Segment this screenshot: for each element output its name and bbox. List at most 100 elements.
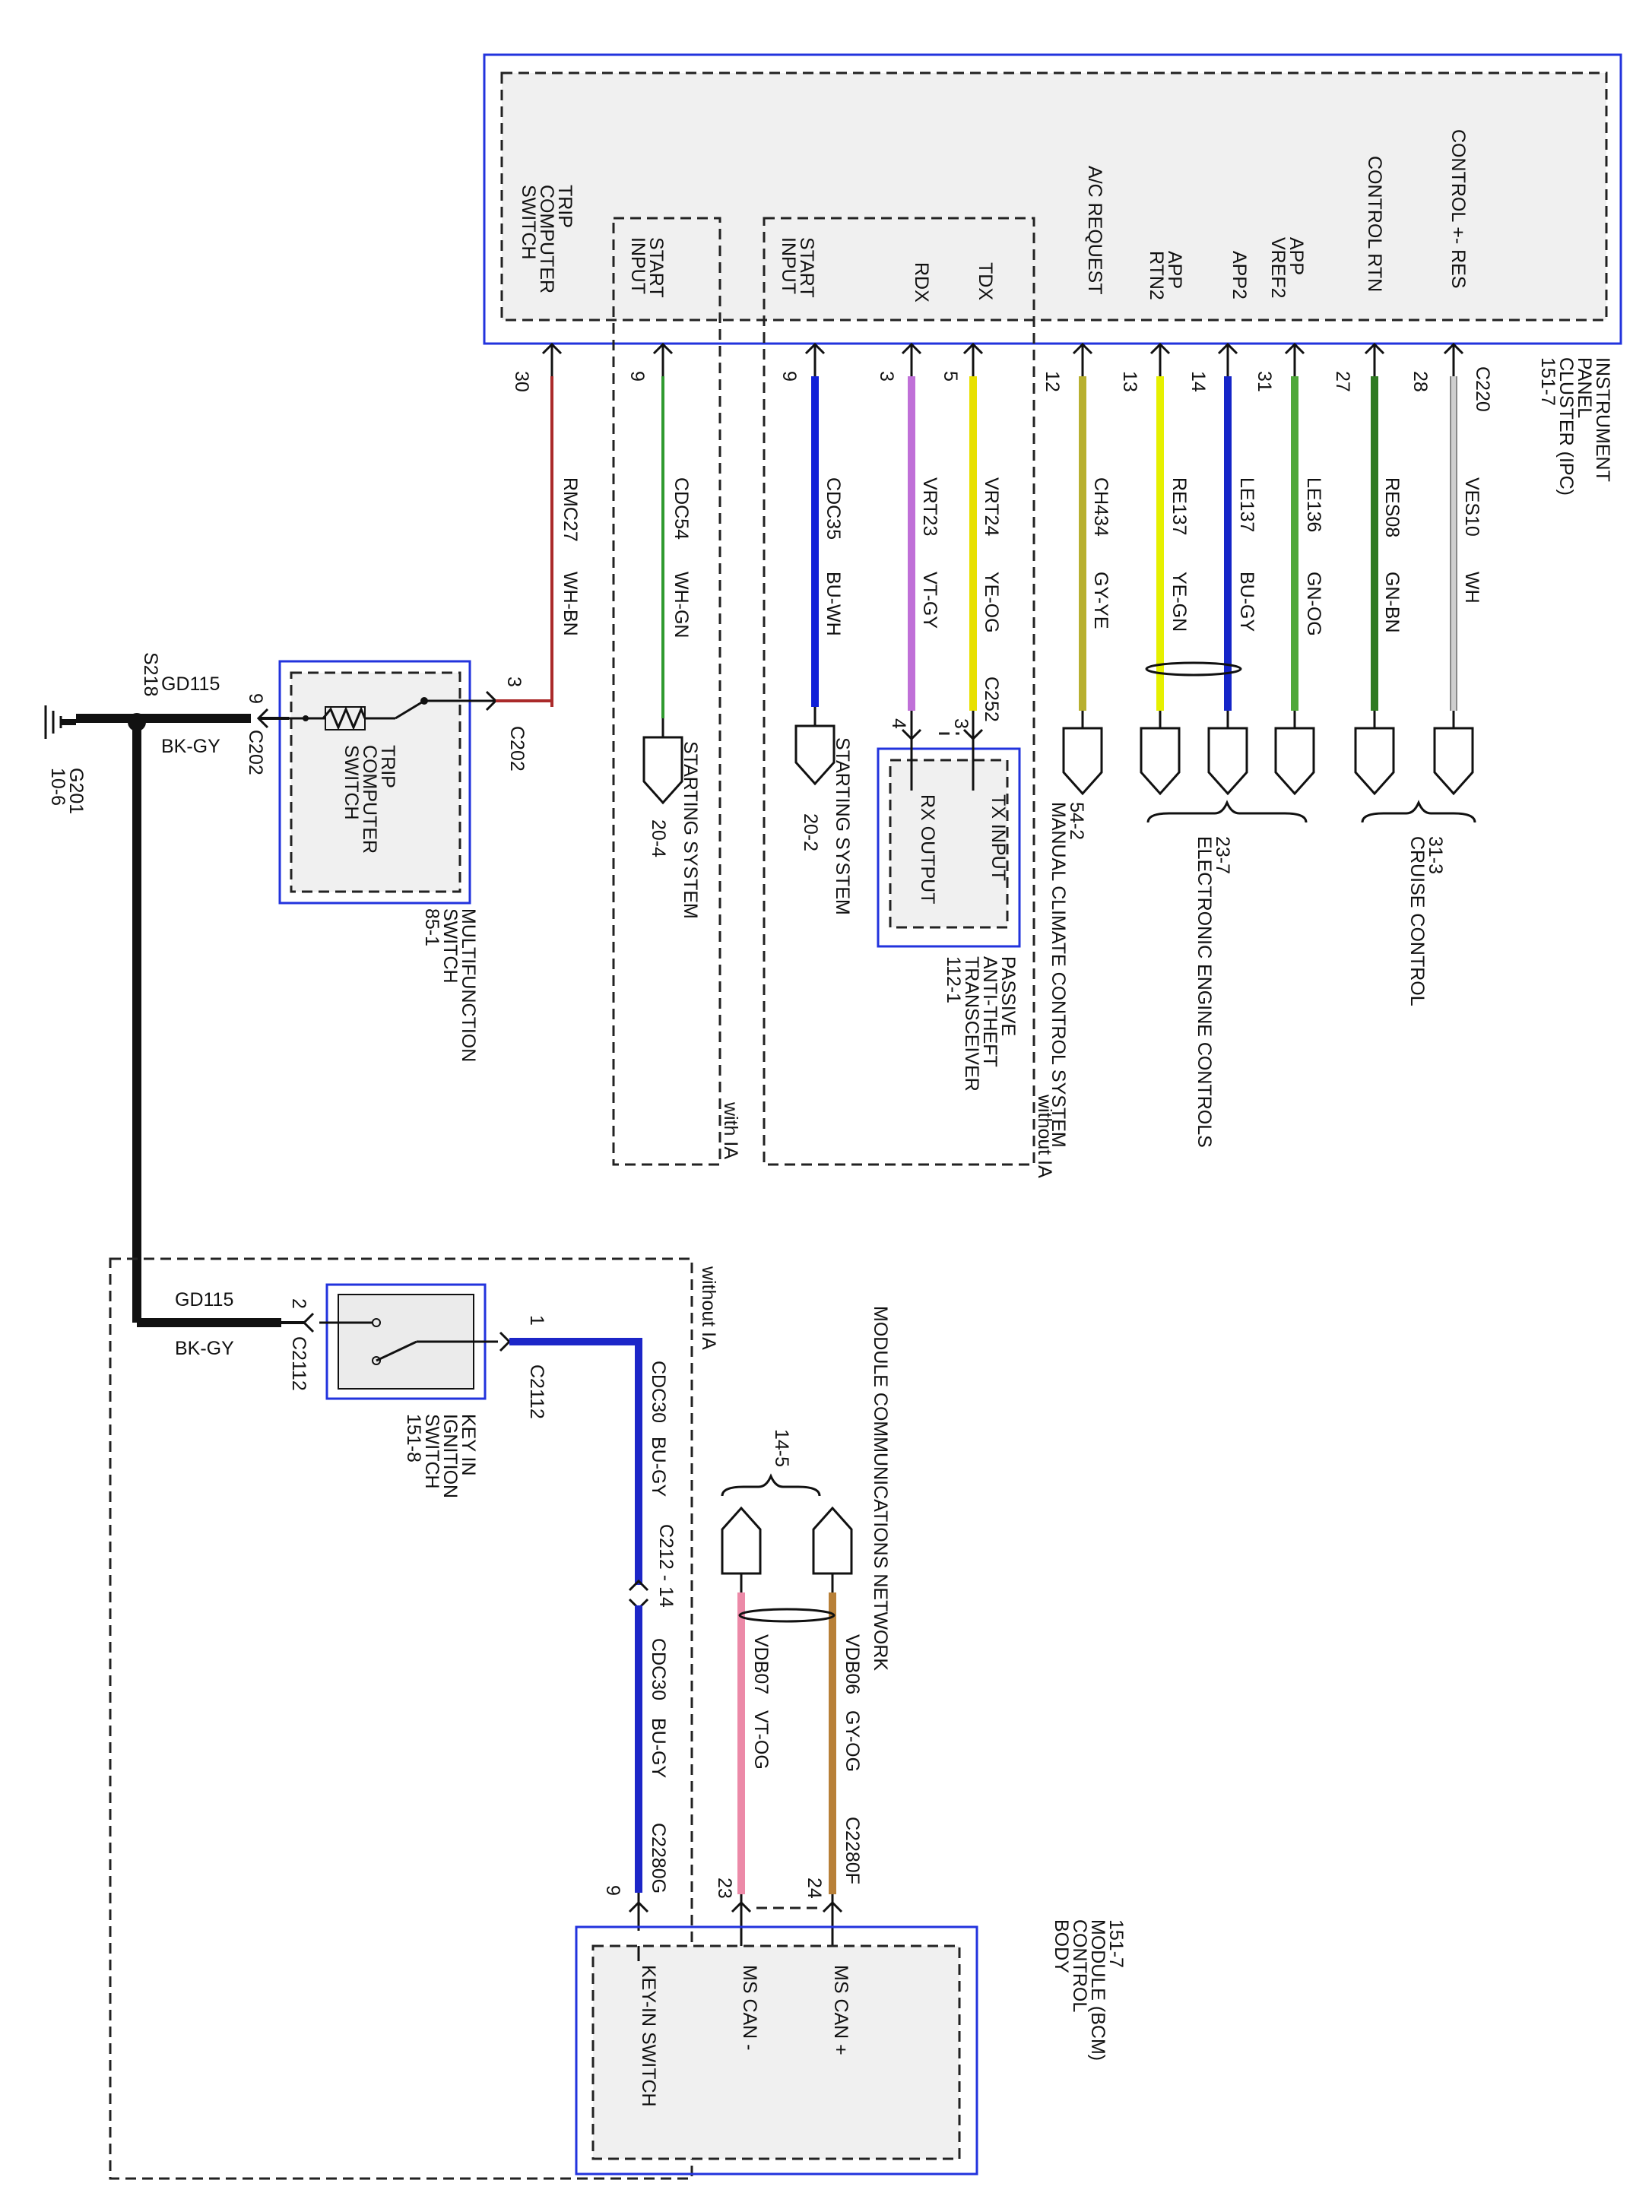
pats-pin-3: 3 <box>950 718 972 729</box>
label-cdc54-cc: WH-GN <box>671 572 692 638</box>
with-ia-region <box>612 217 721 1166</box>
c2112-label-out: C2112 <box>526 1364 547 1419</box>
ipc-pin-27-symbol <box>1364 342 1385 361</box>
pats-pin-4: 4 <box>888 718 909 729</box>
c2112-pin-1: 1 <box>526 1315 547 1326</box>
label-ch434: CH434 <box>1090 477 1111 537</box>
bcm-pin-key-in: KEY-IN SWITCH <box>638 1965 659 2107</box>
ipc-pin-31-number: 31 <box>1254 371 1275 392</box>
destination-connectors <box>642 707 1474 805</box>
c2112-pin-2: 2 <box>288 1298 309 1309</box>
ipc-pin-9a-symbol <box>804 342 826 361</box>
ipc-pin-3-symbol <box>901 342 922 361</box>
vdb07-label: VDB07 <box>750 1634 772 1694</box>
bcm-title: BODY CONTROL MODULE (BCM) 151-7 <box>1051 1919 1127 2066</box>
ipc-pin-5-number: 5 <box>940 371 961 382</box>
twisted-pair-app-marker <box>1145 661 1242 677</box>
ipc-pin-12-number: 12 <box>1042 371 1063 392</box>
twisted-pair-can-marker <box>738 1608 836 1623</box>
label-le137-cc: BU-GY <box>1236 572 1257 632</box>
label-le136-cc: GN-OG <box>1303 572 1324 636</box>
ground-label: G201 10-6 <box>47 768 87 819</box>
ipc-border <box>483 53 1622 345</box>
ipc-pin-13-symbol <box>1149 342 1171 361</box>
bcm-module: MS CAN + MS CAN - KEY-IN SWITCH BODY CON… <box>575 1919 1127 2176</box>
mcn-ref: 14-5 <box>771 1429 792 1467</box>
ipc-pin-label-control-res: CONTROL +- RES <box>1447 129 1469 289</box>
label-le137: LE137 <box>1236 477 1257 532</box>
c2280f-label: C2280F <box>842 1817 863 1884</box>
label-res08: RES08 <box>1381 477 1403 537</box>
starting-system-b-label: 20-4 <box>648 819 669 857</box>
ground-section: S218 GD115 BK-GY G201 10-6 <box>44 652 281 1327</box>
pats-rx-label: RX OUTPUT <box>917 794 938 904</box>
vdb06-cc: GY-OG <box>842 1710 863 1772</box>
pats-inner <box>889 759 1009 929</box>
ipc-title: INSTRUMENT PANEL CLUSTER (IPC) 151-7 <box>1537 357 1613 501</box>
ipc-pin-14-number: 14 <box>1187 371 1209 392</box>
dest-starting-a <box>794 724 836 786</box>
ipc-pin-label-ac-request: A/C REQUEST <box>1084 166 1105 294</box>
ipc-pin-30-symbol <box>541 342 563 361</box>
c212-inline-label: C212 - 14 <box>655 1524 677 1608</box>
ipc-pin-label-rdx: RDX <box>911 262 932 303</box>
ipc-pin-30-number: 30 <box>511 371 532 392</box>
c2280g-pin-9: 9 <box>602 1885 623 1896</box>
mcn-dest-minus <box>721 1506 762 1575</box>
ipc-pin-label-start-input-b: START INPUT <box>627 237 667 303</box>
dest-cruise-res <box>1433 727 1474 796</box>
label-rmc27-cc: WH-BN <box>560 572 581 636</box>
label-vrt24: VRT24 <box>981 477 1002 536</box>
label-re137: RE137 <box>1168 477 1190 535</box>
ipc-inner <box>500 71 1608 322</box>
c2280g-label: C2280G <box>648 1823 669 1894</box>
cdc30-bottom-cc: BU-GY <box>648 1718 669 1779</box>
multifunction-title: MULTIFUNCTION SWITCH 85-1 <box>421 908 479 1067</box>
mcn-group: MODULE COMMUNICATIONS NETWORK 14-5 VDB07… <box>714 1306 891 1946</box>
cruise-brace <box>1361 800 1476 823</box>
climate-label: 54-2 MANUAL CLIMATE CONTROL SYSTEM <box>1048 802 1087 1148</box>
without-ia-region-bottom <box>109 1257 693 2180</box>
ipc-pin-label-control-rtn: CONTROL RTN <box>1364 156 1385 292</box>
cdc30-wire-group: CDC30 BU-GY C212 - 14 CDC30 BU-GY C2280G… <box>509 1338 677 1931</box>
dest-climate <box>1062 727 1103 796</box>
c202-pin-in: 3 <box>503 677 525 687</box>
ipc-pin-label-tdx: TDX <box>975 262 996 300</box>
cdc30-top-label: CDC30 <box>648 1361 669 1423</box>
dest-cruise-rtn <box>1354 727 1395 796</box>
starting-system-a-name: STARTING SYSTEM <box>832 737 853 915</box>
dest-eec-app2 <box>1207 727 1248 796</box>
with-ia-label: with IA <box>720 1101 741 1159</box>
ipc-module: INSTRUMENT PANEL CLUSTER (IPC) 151-7 C22… <box>483 53 1622 501</box>
vdb07-cc: VT-OG <box>750 1710 772 1770</box>
without-ia-label-top: without IA <box>1034 1094 1055 1178</box>
ipc-connector-pins: 28 27 31 14 13 12 5 3 9 9 30 <box>511 342 1464 392</box>
splice-s218 <box>128 713 146 731</box>
cdc30-top-cc: BU-GY <box>648 1437 669 1497</box>
wire-cdc30-top <box>509 1338 642 1585</box>
ipc-pin-labels: CONTROL +- RES CONTROL RTN APP VREF2 APP… <box>518 129 1469 303</box>
ipc-pin-label-trip-computer: TRIP COMPUTER SWITCH <box>518 185 576 299</box>
label-cdc35-cc: BU-WH <box>823 572 844 636</box>
c2112-out-symbol <box>499 1331 512 1352</box>
c2280f-pin-23: 23 <box>714 1878 735 1899</box>
label-re137-cc: YE-GN <box>1168 572 1190 632</box>
gd115-bottom-label: GD115 <box>175 1289 233 1310</box>
pats-border <box>877 747 1021 948</box>
key-in-switch: without IA KEY IN IGNITION SWITCH 151-8 … <box>109 1257 719 2180</box>
eec-label: 23-7 ELECTRONIC ENGINE CONTROLS <box>1194 836 1233 1148</box>
ipc-pin-9b-symbol <box>652 342 674 361</box>
c2280f-pin-24: 24 <box>804 1878 825 1899</box>
c2112-label-gnd: C2112 <box>288 1336 309 1391</box>
without-ia-region-top <box>763 217 1035 1166</box>
ipc-wires <box>550 361 1457 718</box>
bcm-inner <box>591 1944 961 2160</box>
resistor-symbol <box>322 706 366 730</box>
ipc-pin-28-number: 28 <box>1409 371 1431 392</box>
label-cdc54: CDC54 <box>671 477 692 540</box>
bcm-pin-ms-can-minus: MS CAN - <box>739 1965 760 2051</box>
pats-connector-label: C252 <box>981 677 1002 722</box>
ipc-wire-labels: VES10 WH RES08 GN-BN LE136 GN-OG LE137 B… <box>560 477 1482 638</box>
without-ia-label-bottom: without IA <box>698 1266 719 1350</box>
label-vrt23-cc: VT-GY <box>919 572 940 629</box>
